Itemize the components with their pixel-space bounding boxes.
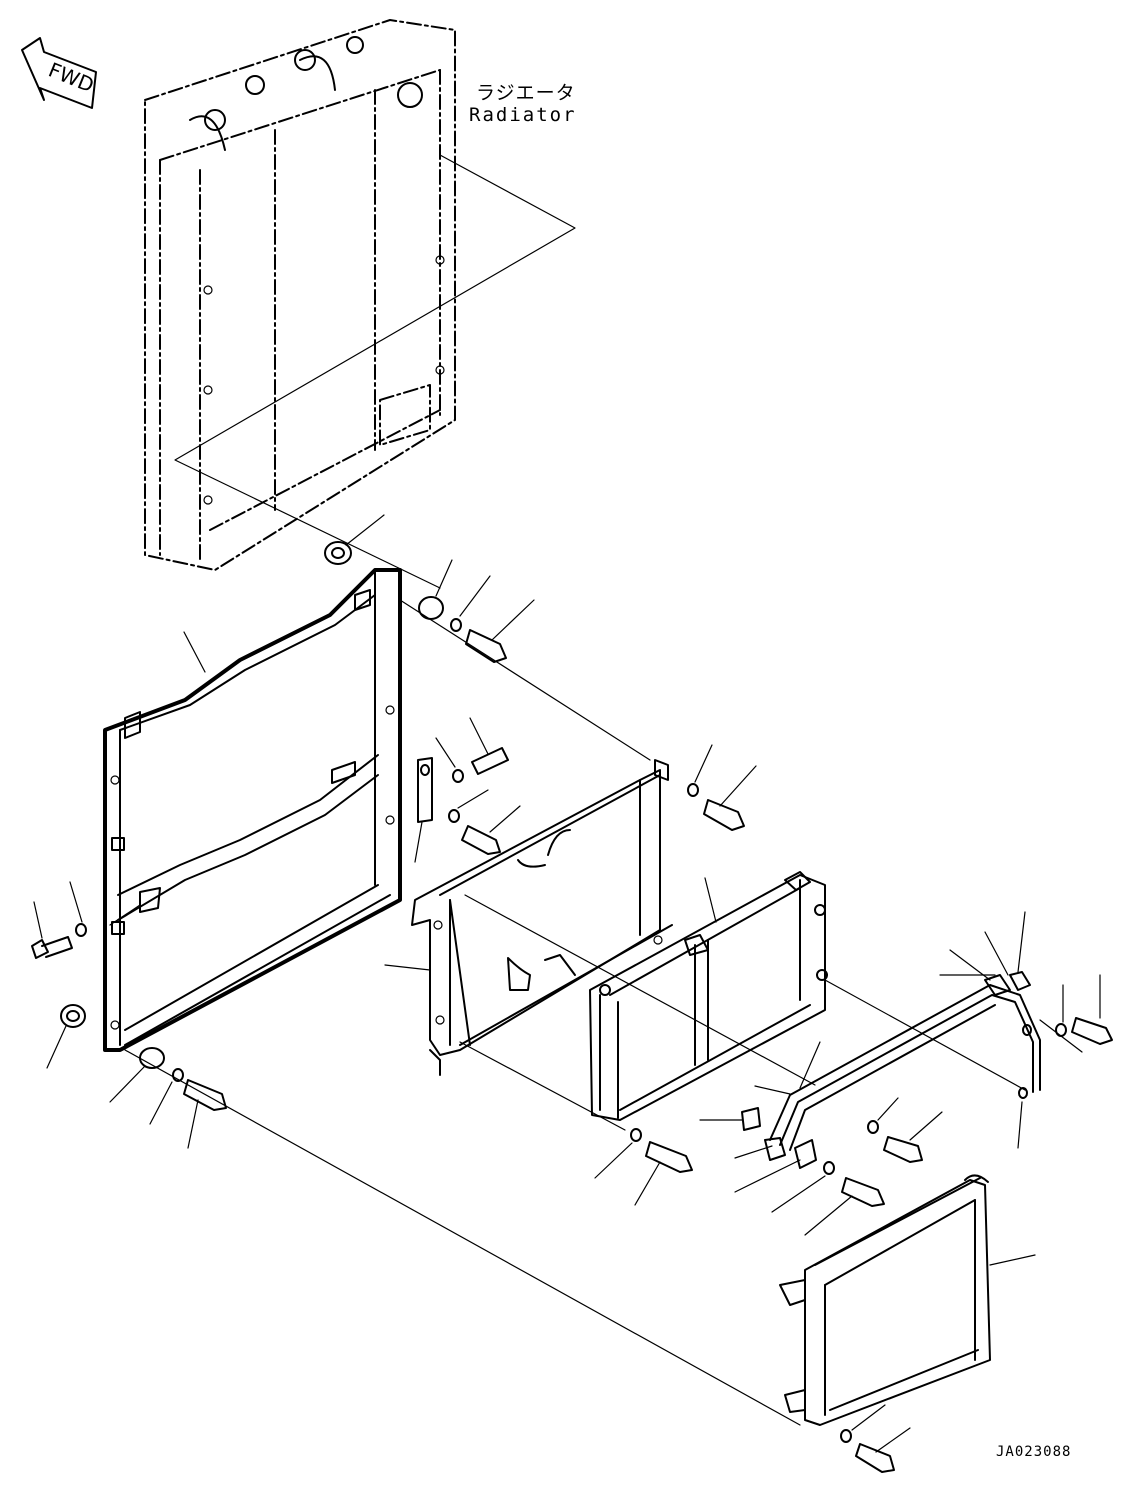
radiator-outline	[144, 19, 456, 571]
fwd-arrow-icon: FWD	[21, 37, 97, 109]
leader-long-1	[399, 599, 651, 761]
support-frame	[384, 759, 673, 1131]
washer-bolt-middle	[435, 717, 521, 855]
washer-bolt-left	[31, 881, 87, 959]
radiator-leader	[174, 154, 576, 589]
bracket	[414, 757, 433, 863]
cooler-core	[589, 871, 828, 1121]
leader-long-5	[824, 979, 1026, 1091]
washer-bolt-pipe	[594, 974, 1113, 1236]
radiator-label-en: Radiator	[469, 104, 577, 126]
radiator-label-jp: ラジエータ	[476, 82, 576, 104]
washer-bolt-bottom-left	[109, 1047, 227, 1149]
bushing-lower	[46, 1004, 86, 1069]
condenser	[779, 1174, 1036, 1426]
washer-bolt-right-top	[687, 744, 757, 831]
pipe-assembly	[699, 911, 1083, 1193]
leader-long-2	[124, 1049, 801, 1426]
bushing-upper	[324, 514, 385, 565]
fwd-label: FWD	[45, 58, 97, 98]
leader-long-4	[464, 894, 816, 1086]
leader-long-3	[109, 904, 141, 926]
washer-bolt-top	[418, 559, 535, 663]
washer-bolt-bottom-right	[840, 1404, 911, 1473]
main-frame	[103, 568, 402, 1052]
drawing-code: JA023088	[996, 1444, 1072, 1460]
